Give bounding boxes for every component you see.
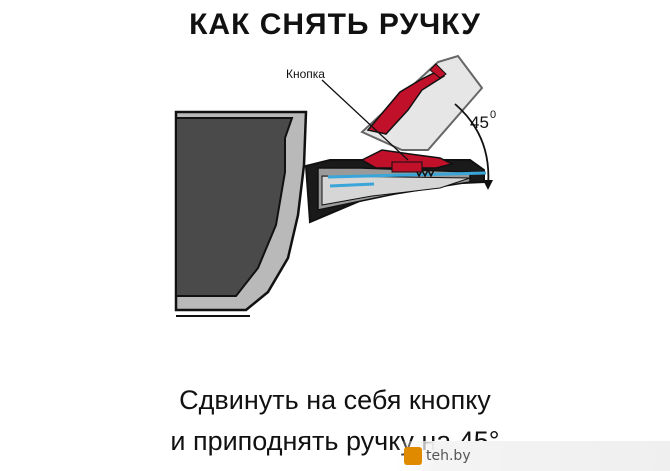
angle-arrow-icon [483, 180, 493, 190]
button-callout-line [321, 79, 409, 161]
angle-value: 45 [470, 113, 489, 132]
caption-line-1: Сдвинуть на себя кнопку [179, 385, 491, 415]
spring-coil-icon [415, 168, 435, 178]
raised-handle [360, 54, 484, 151]
handle-mount-inner [321, 175, 471, 206]
raised-handle-outline [360, 54, 484, 151]
raised-handle-tip [429, 63, 447, 79]
rod-lower [329, 182, 375, 188]
page-title: КАК СНЯТЬ РУЧКУ [189, 8, 481, 41]
pan-body [175, 117, 294, 297]
spring-rod [327, 168, 487, 188]
angle-arc [454, 103, 490, 187]
angle-indicator [454, 103, 493, 190]
watermark-logo-icon [404, 447, 422, 465]
button-label: Кнопка [286, 67, 325, 81]
watermark: teh.by [394, 441, 670, 471]
angle-label: 45 [470, 113, 489, 132]
watermark-text: teh.by [426, 448, 471, 464]
pan [174, 110, 308, 317]
angle-degree: 0 [490, 109, 496, 121]
red-button-slot [391, 161, 423, 173]
raised-handle-red-inner [366, 69, 446, 135]
rod-upper [327, 171, 487, 179]
